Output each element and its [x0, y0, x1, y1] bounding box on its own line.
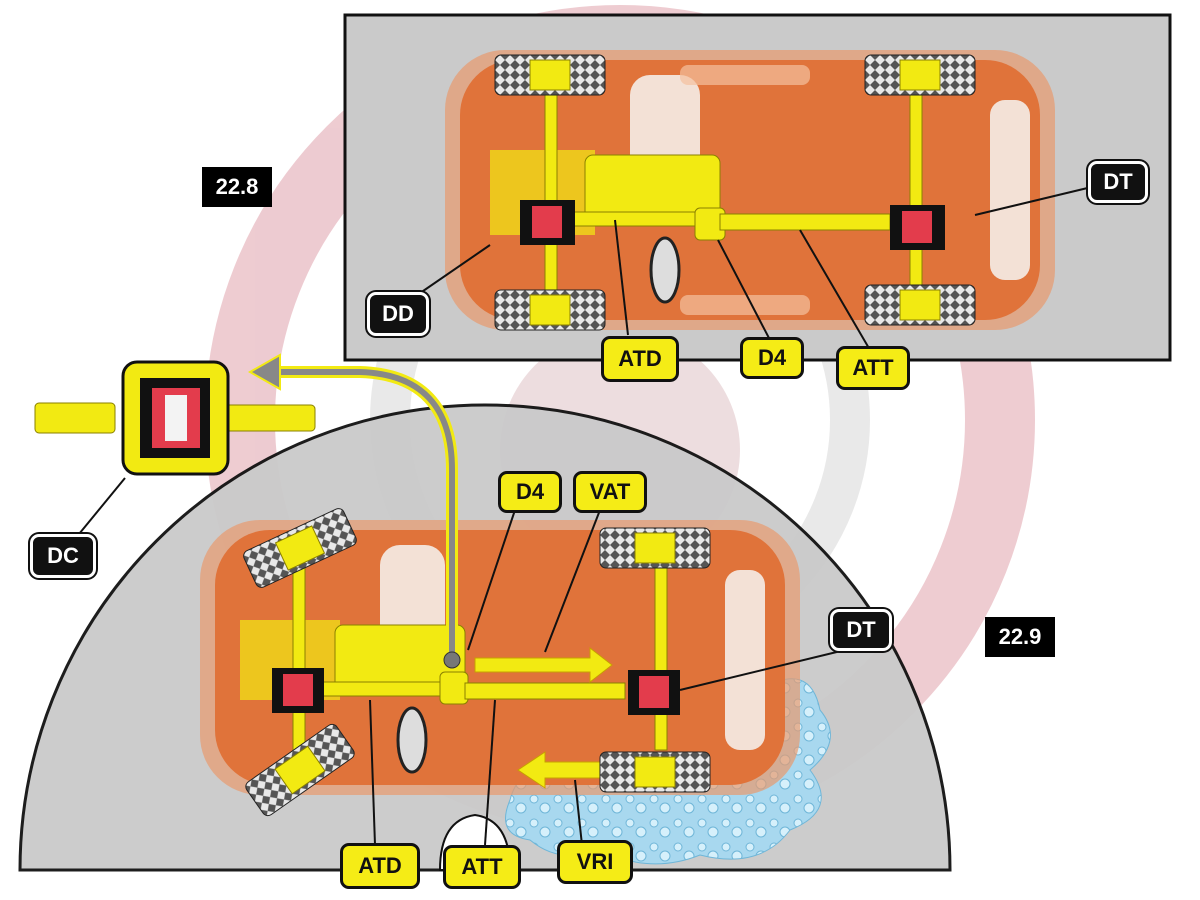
front-axle-bottom — [292, 559, 306, 751]
label-dt-bottom: DT — [830, 609, 892, 651]
leader-lines-top — [409, 184, 1101, 351]
windshield — [630, 75, 700, 175]
top-panel — [343, 13, 1172, 362]
label-vat: VAT — [573, 471, 647, 513]
label-dc: DC — [30, 534, 96, 578]
front-driveshaft-top — [559, 211, 706, 227]
figure-ref-22-9: 22.9 — [985, 617, 1055, 657]
wheel-rr-bottom — [599, 751, 711, 793]
bottom-panel — [18, 353, 952, 872]
wheel-fl-bottom — [243, 508, 357, 588]
label-att-top: ATT — [836, 346, 910, 390]
wheel-fr-top — [494, 289, 606, 331]
label-dt-top: DT — [1088, 161, 1148, 203]
car-body-top — [460, 60, 1040, 320]
center-differential-detail — [34, 360, 316, 476]
label-d4-bottom: D4 — [498, 471, 562, 513]
front-driveshaft-bottom — [309, 681, 446, 697]
d4-coupling-bottom — [439, 671, 469, 705]
wheel-rl-top — [864, 54, 976, 96]
label-vri: VRI — [557, 840, 633, 884]
front-axle-top — [544, 94, 558, 296]
label-att-bottom: ATT — [443, 845, 521, 889]
wheel-rr-top — [864, 284, 976, 326]
label-atd-top: ATD — [601, 336, 679, 382]
leader-lines-bottom — [69, 477, 846, 846]
wheel-fl-top — [494, 54, 606, 96]
label-atd-bottom: ATD — [340, 843, 420, 889]
label-dd: DD — [367, 292, 429, 336]
rear-axle-bottom — [654, 559, 668, 751]
label-d4-top: D4 — [740, 337, 804, 379]
rear-driveshaft-bottom — [464, 682, 626, 700]
figure-ref-22-8: 22.8 — [202, 167, 272, 207]
steering-wheel — [649, 236, 681, 304]
rear-axle-top — [909, 94, 923, 296]
wheel-rl-bottom — [599, 527, 711, 569]
rear-window — [990, 100, 1030, 280]
wheel-fr-bottom — [245, 723, 355, 817]
rear-driveshaft-top — [719, 213, 891, 231]
vat-arrow — [474, 646, 613, 684]
